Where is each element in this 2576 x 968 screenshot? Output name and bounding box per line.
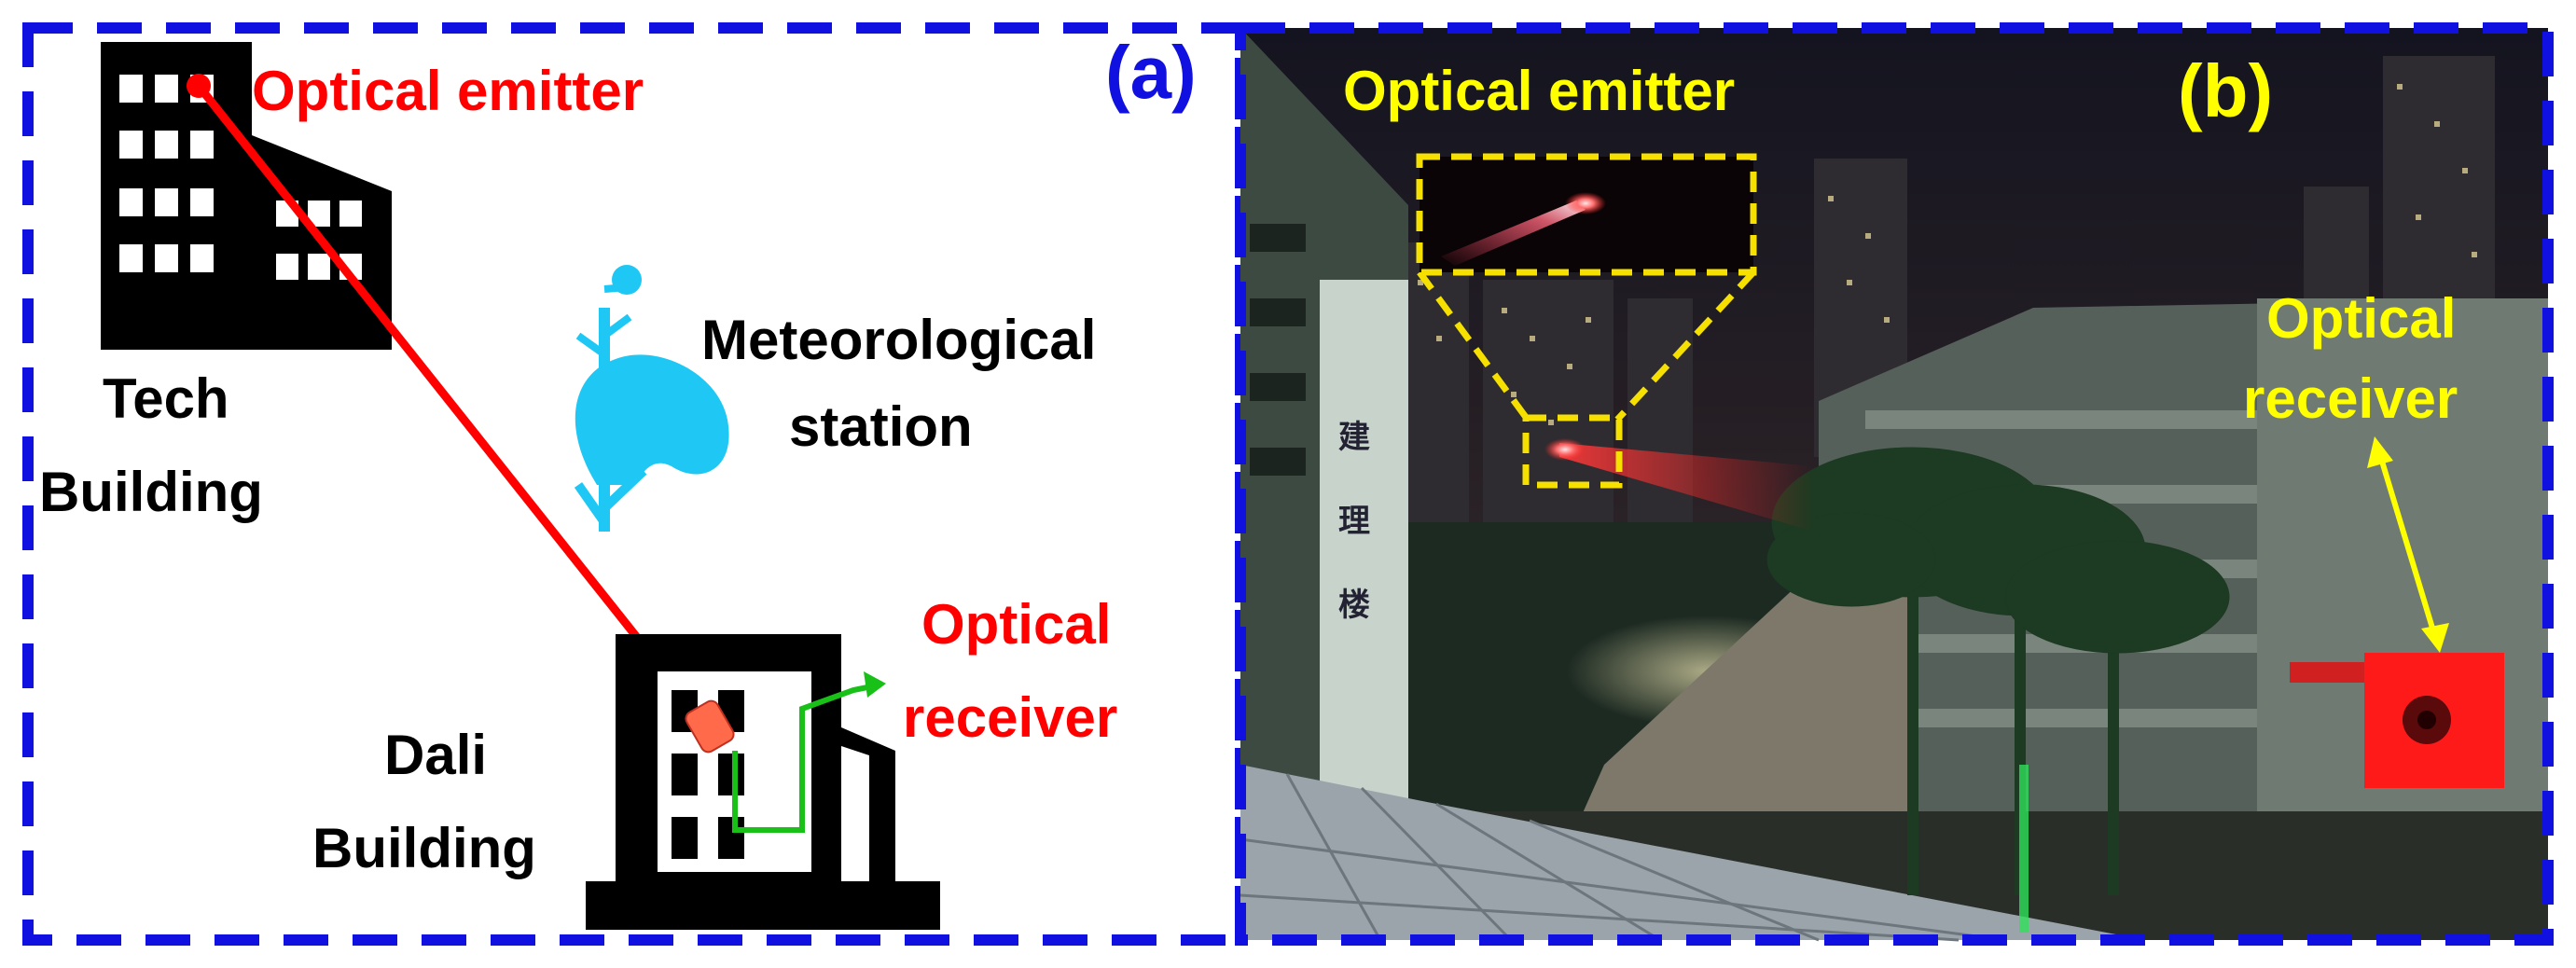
building-sign: 建 理 楼 xyxy=(1338,419,1381,624)
panel-a: Optical emitter (a) Tech Building Meteor… xyxy=(22,22,1246,946)
panel-b: 建 理 楼 xyxy=(1235,22,2554,946)
zoom-line-right xyxy=(1614,270,1756,422)
dali-building-label: Dali Building xyxy=(312,724,536,879)
panel-a-tag: (a) xyxy=(1105,31,1197,114)
green-signal-path xyxy=(732,683,878,833)
green-trunk-light xyxy=(2019,765,2029,933)
left-building xyxy=(1240,28,1408,821)
arrow-head-up-icon xyxy=(2367,436,2393,468)
roof-tile-lines xyxy=(1240,773,2006,942)
optical-link-line xyxy=(195,83,668,674)
emitter-label-a: Optical emitter xyxy=(252,60,644,122)
photo-laser-beam xyxy=(1559,443,1814,532)
photo-receiver-lens-core xyxy=(2417,711,2436,729)
meteorological-station-icon xyxy=(574,265,729,532)
emitter-inset-frame xyxy=(1416,153,1757,276)
receiver-label-b: Optical receiver xyxy=(2243,287,2472,430)
emitter-dot-icon xyxy=(187,74,211,98)
receiver-label-a: Optical receiver xyxy=(903,593,1127,749)
inset-beam xyxy=(1441,201,1586,266)
receiver-device-icon xyxy=(685,699,735,754)
dali-building-icon xyxy=(586,634,940,930)
inset-emitter-glow xyxy=(1565,192,1606,214)
distant-towers xyxy=(1404,56,2495,522)
green-arrow-icon xyxy=(864,671,886,698)
palm-trees xyxy=(1766,447,2230,895)
red-led-sign xyxy=(2290,662,2364,683)
meteo-station-label: Meteorological station xyxy=(701,309,1112,458)
tech-building-label: Tech Building xyxy=(39,367,263,523)
emitter-label-b: Optical emitter xyxy=(1343,60,1735,122)
receiver-arrow-line xyxy=(2377,454,2437,635)
emitter-small-box xyxy=(1522,414,1623,489)
panel-b-frame xyxy=(1235,22,2554,946)
arrow-head-down-icon xyxy=(2421,623,2449,653)
photo-emitter-glow xyxy=(1544,438,1586,461)
panel-b-tag: (b) xyxy=(2178,49,2273,132)
tower-lights xyxy=(1418,84,2477,425)
